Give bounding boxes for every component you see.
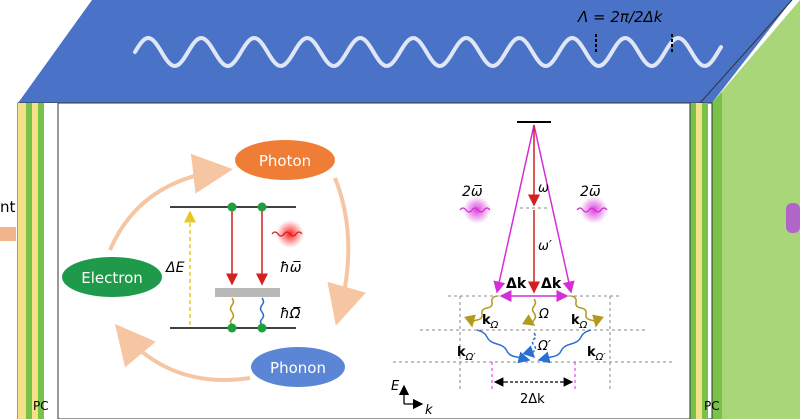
k-omega-left-label: kΩ <box>482 313 499 331</box>
intermediate-band <box>215 288 280 297</box>
top-face <box>18 0 792 103</box>
hbar-big-omega-label: ħΩ̅ <box>280 306 301 322</box>
cycle-arrow-phonon-electron <box>114 323 251 382</box>
left-label-fragment: nt <box>0 198 16 216</box>
pump-glow-right <box>580 196 608 224</box>
big-omega-wave <box>521 298 537 326</box>
two-omega-right-label: 2ω̅ <box>580 184 601 200</box>
big-omega-prime-label: Ω′ <box>537 339 551 354</box>
left-slab-yellow-2 <box>32 103 38 419</box>
right-slab-green <box>712 92 722 419</box>
period-label: Λ = 2π/2Δk <box>577 8 664 26</box>
two-omega-left-label: 2ω̅ <box>462 184 483 200</box>
cycle-arrow-photon-phonon <box>327 177 366 326</box>
incident-arrow-fragment <box>0 227 16 241</box>
right-front-green <box>690 103 696 419</box>
pc-label-left: PC <box>33 399 49 413</box>
pump-glow-left <box>463 196 491 224</box>
electron-oval <box>62 257 162 297</box>
right-front-green-2 <box>702 103 708 419</box>
pump-arrow-left <box>493 124 535 294</box>
pc-label-right: PC <box>704 399 720 413</box>
electron-dot-3 <box>227 323 237 333</box>
left-slab-green <box>26 103 32 419</box>
grating-wave <box>133 35 723 69</box>
left-slab-yellow <box>18 103 26 419</box>
phonon-wiggle-2 <box>259 297 265 326</box>
photon-label: Photon <box>259 152 311 170</box>
right-front-yellow <box>696 103 702 419</box>
two-dk-label: 2Δk <box>520 392 545 407</box>
dk-right-label: Δk <box>541 276 562 292</box>
omega-prime-label: ω′ <box>538 239 552 254</box>
electron-dot-1 <box>227 202 237 212</box>
k-axis-label: k <box>425 403 433 418</box>
e-axis-label: E <box>391 379 400 394</box>
electron-dot-2 <box>257 202 267 212</box>
left-slab-white <box>44 103 58 419</box>
phonon-oval <box>251 347 345 387</box>
electron-dot-4 <box>257 323 267 333</box>
electron-label: Electron <box>81 269 143 287</box>
k-omega-prime-left-label: kΩ′ <box>457 345 476 363</box>
k-omega-right-label: kΩ <box>571 313 588 331</box>
omega-label: ω <box>538 181 549 196</box>
dk-left-label: Δk <box>506 276 527 292</box>
hbar-omega-label: ħω̅ <box>280 260 302 276</box>
delta-e-label: ΔE <box>165 260 185 276</box>
phonon-label: Phonon <box>270 359 326 377</box>
left-slab-green-2 <box>38 103 44 419</box>
big-omega-prime-wave <box>522 332 537 359</box>
cycle-arrow-electron-photon <box>108 153 233 251</box>
k-omega-left-wave <box>464 295 498 328</box>
k-omega-prime-right-wave <box>537 329 592 364</box>
k-omega-prime-left-wave <box>476 329 531 364</box>
photon-oval <box>235 140 335 180</box>
k-omega-prime-right-label: kΩ′ <box>587 345 606 363</box>
phonon-wiggle-1 <box>229 297 235 326</box>
big-omega-label: Ω <box>538 307 549 322</box>
pump-arrow-right <box>533 124 575 294</box>
output-beam-fragment <box>786 203 800 233</box>
k-omega-right-wave <box>570 295 604 328</box>
right-face <box>712 0 800 419</box>
